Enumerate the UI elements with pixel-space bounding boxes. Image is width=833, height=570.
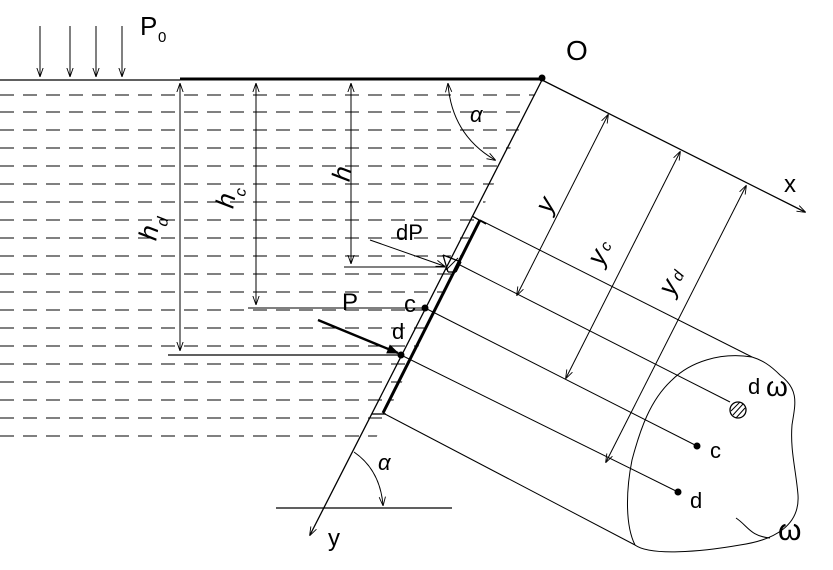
area-centroid-point xyxy=(693,442,701,450)
yd-dim-subscript: d xyxy=(669,267,689,284)
alpha-top-arc xyxy=(448,84,495,160)
hc-subscript: c xyxy=(232,187,250,198)
d-omega-hatch-1 xyxy=(732,403,744,416)
x-axis-label: x xyxy=(784,171,796,198)
area-pressure-center-point xyxy=(674,488,682,496)
yd-dimension xyxy=(606,186,746,462)
p-label: P xyxy=(342,289,358,316)
dp-label: dP xyxy=(396,220,423,245)
h-label: h xyxy=(326,164,358,183)
omega-label: ω xyxy=(778,514,801,547)
dp-arrow xyxy=(369,239,444,266)
d-omega-omega-label: ω xyxy=(766,371,788,402)
d-omega-element xyxy=(729,401,747,419)
alpha-bottom-label: α xyxy=(378,450,392,475)
d-omega-hatch-3 xyxy=(735,407,746,419)
alpha-top-label: α xyxy=(470,102,484,127)
p0-subscript: 0 xyxy=(158,29,166,46)
omega-leader xyxy=(735,517,771,539)
p-arrow xyxy=(317,318,400,355)
x-axis xyxy=(541,79,805,212)
origin-label: O xyxy=(566,35,588,66)
hd-subscript: d xyxy=(154,215,172,228)
submerged-plate xyxy=(381,219,482,414)
d-plate-label: d xyxy=(392,319,404,344)
yc-dimension xyxy=(566,152,680,378)
hd-label: h xyxy=(133,223,165,242)
y-dimension xyxy=(517,115,608,295)
origin-point xyxy=(538,74,546,82)
elemental-strip xyxy=(442,254,462,273)
alpha-bottom-arc xyxy=(353,451,383,505)
plate-top-tick xyxy=(471,215,487,225)
y-axis-label: y xyxy=(328,525,340,552)
surface-pressure-arrows xyxy=(40,26,122,76)
plate-area-outline xyxy=(627,355,799,553)
p0-label: P xyxy=(140,11,157,41)
c-plate-label: c xyxy=(404,291,416,318)
c-area-label: c xyxy=(710,438,721,463)
d-omega-d-label: d xyxy=(748,374,760,399)
hc-label: h xyxy=(210,191,242,210)
d-omega-hatch-2 xyxy=(730,401,741,412)
d-area-label: d xyxy=(690,488,702,513)
